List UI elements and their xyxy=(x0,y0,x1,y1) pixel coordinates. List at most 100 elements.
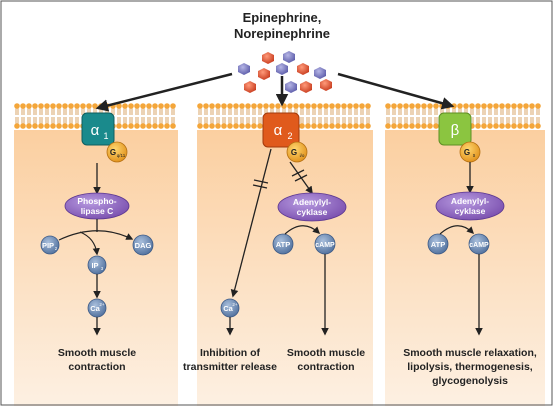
inhibition-tick-1 xyxy=(253,179,269,184)
node-ca-1: Ca 2+ xyxy=(87,298,107,318)
lipid-tail xyxy=(15,108,19,115)
lipid-head xyxy=(140,123,146,129)
lipid-tail xyxy=(398,108,402,115)
result2b-line2: contraction xyxy=(297,361,354,373)
lipid-tail xyxy=(410,117,414,124)
lipid-tail xyxy=(536,117,540,124)
lipid-head xyxy=(523,123,529,129)
lipid-tail xyxy=(210,108,214,115)
inhibition-tick-2 xyxy=(252,184,268,189)
lipid-tail xyxy=(482,117,486,124)
lipid-head xyxy=(164,103,170,109)
lipid-head xyxy=(245,123,251,129)
lipid-tail xyxy=(210,117,214,124)
lipid-tail xyxy=(300,108,304,115)
lipid-head xyxy=(80,103,86,109)
gprotein-alpha2-sub: i/o xyxy=(300,153,305,158)
lipid-tail xyxy=(404,117,408,124)
lipid-tail xyxy=(312,117,316,124)
lipid-tail xyxy=(398,117,402,124)
lipid-tail xyxy=(141,108,145,115)
lipid-head xyxy=(433,103,439,109)
lipid-head xyxy=(122,123,128,129)
lipid-tail xyxy=(69,117,73,124)
lipid-head xyxy=(62,123,68,129)
lipid-tail xyxy=(63,117,67,124)
lipid-head xyxy=(487,103,493,109)
lipid-head xyxy=(227,123,233,129)
lipid-tail xyxy=(354,108,358,115)
ac3-label-line2: cyklase xyxy=(455,206,486,216)
lipid-head xyxy=(26,123,32,129)
lipid-head xyxy=(475,123,481,129)
lipid-head xyxy=(134,123,140,129)
lipid-head xyxy=(287,103,293,109)
lipid-head xyxy=(239,103,245,109)
arrow-to-ip3 xyxy=(79,231,100,256)
lipid-tail xyxy=(75,108,79,115)
lipid-head xyxy=(385,123,391,129)
lipid-tail xyxy=(482,108,486,115)
lipid-head xyxy=(403,103,409,109)
lipid-head xyxy=(122,103,128,109)
lipid-tail xyxy=(512,117,516,124)
lipid-tail xyxy=(348,117,352,124)
arrow-to-alpha1 xyxy=(95,72,233,112)
lipid-tail xyxy=(428,108,432,115)
lipid-head xyxy=(134,103,140,109)
gprotein-alpha1-label: G xyxy=(110,148,116,157)
lipid-tail xyxy=(422,117,426,124)
lipid-tail xyxy=(204,108,208,115)
lipid-head xyxy=(32,103,38,109)
ac2-label-line2: cyklase xyxy=(297,207,328,217)
gprotein-alpha2-label: G xyxy=(291,148,297,157)
receptor-alpha1-label: α xyxy=(91,122,100,139)
lipid-tail xyxy=(222,117,226,124)
lipid-head xyxy=(14,123,20,129)
lipid-head xyxy=(299,103,305,109)
lipid-tail xyxy=(240,117,244,124)
lipid-head xyxy=(415,103,421,109)
lipid-tail xyxy=(117,117,121,124)
lipid-head xyxy=(481,103,487,109)
lipid-head xyxy=(74,123,80,129)
inhibition-tick-3 xyxy=(291,169,305,177)
lipid-tail xyxy=(222,108,226,115)
lipid-head xyxy=(535,103,541,109)
lipid-tail xyxy=(360,108,364,115)
lipid-head xyxy=(215,103,221,109)
result1-line2: contraction xyxy=(68,361,125,373)
lipid-head xyxy=(263,103,269,109)
lipid-tail xyxy=(246,117,250,124)
lipid-head xyxy=(56,103,62,109)
arrow-to-beta xyxy=(337,72,455,110)
receptor-alpha1: α 1 xyxy=(81,112,115,146)
camp2-label: cAMP xyxy=(315,242,335,249)
lipid-head xyxy=(164,123,170,129)
lipid-tail xyxy=(488,117,492,124)
result3-line3: glycogenolysis xyxy=(432,375,508,387)
lipid-tail xyxy=(258,117,262,124)
lipid-head xyxy=(517,103,523,109)
arrow-alpha2-to-ca xyxy=(230,148,272,298)
lipid-head xyxy=(305,103,311,109)
lipid-head xyxy=(391,123,397,129)
lipid-tail xyxy=(153,108,157,115)
lipid-tail xyxy=(422,108,426,115)
lipid-tail xyxy=(476,117,480,124)
ca1-label: Ca xyxy=(90,304,100,313)
receptor-alpha1-sub: 1 xyxy=(103,131,108,141)
enzyme-adenylyl-cyclase-2: Adenylyl- cyklase xyxy=(277,192,347,222)
cell-membranes xyxy=(14,103,541,129)
node-atp-3: ATP xyxy=(427,233,449,255)
lipid-tail xyxy=(39,108,43,115)
lipid-tail xyxy=(165,117,169,124)
lipid-head xyxy=(365,123,371,129)
lipid-head xyxy=(197,103,203,109)
lipid-tail xyxy=(129,117,133,124)
lipid-head xyxy=(323,123,329,129)
lipid-head xyxy=(14,103,20,109)
lipid-head xyxy=(44,103,50,109)
cell-column-3 xyxy=(385,130,545,406)
